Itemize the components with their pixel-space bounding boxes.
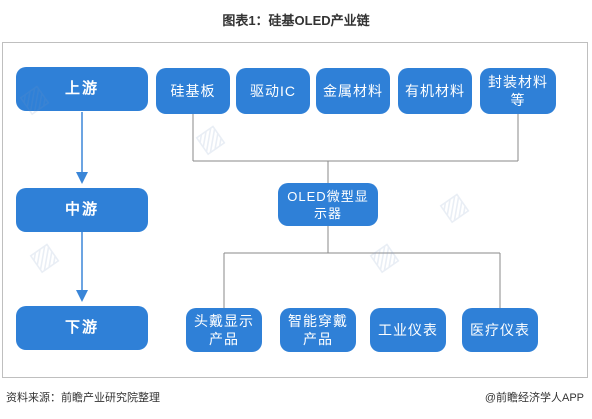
- diagram-frame: [2, 42, 588, 378]
- downstream-item: 工业仪表: [370, 308, 446, 352]
- chart-title: 图表1：硅基OLED产业链: [222, 13, 370, 28]
- source-note: 资料来源：前瞻产业研究院整理: [6, 392, 160, 404]
- brand-note: @前瞻经济学人APP: [484, 392, 584, 404]
- downstream-item: 医疗仪表: [462, 308, 538, 352]
- stage-midstream-label: 中游: [64, 201, 99, 218]
- upstream-item: 有机材料: [398, 68, 472, 114]
- upstream-item: 封装材料等: [480, 68, 556, 114]
- downstream-item: 头戴显示产品: [186, 308, 262, 352]
- stage-downstream-label: 下游: [64, 319, 99, 336]
- stage-midstream: 中游: [16, 188, 148, 232]
- upstream-item: 驱动IC: [236, 68, 310, 114]
- stage-downstream: 下游: [16, 306, 148, 350]
- midstream-item: OLED微型显示器: [278, 183, 378, 226]
- upstream-item: 硅基板: [156, 68, 230, 114]
- stage-upstream: 上游: [16, 67, 148, 111]
- stage-upstream-label: 上游: [64, 80, 99, 97]
- upstream-item: 金属材料: [316, 68, 390, 114]
- downstream-item: 智能穿戴产品: [280, 308, 356, 352]
